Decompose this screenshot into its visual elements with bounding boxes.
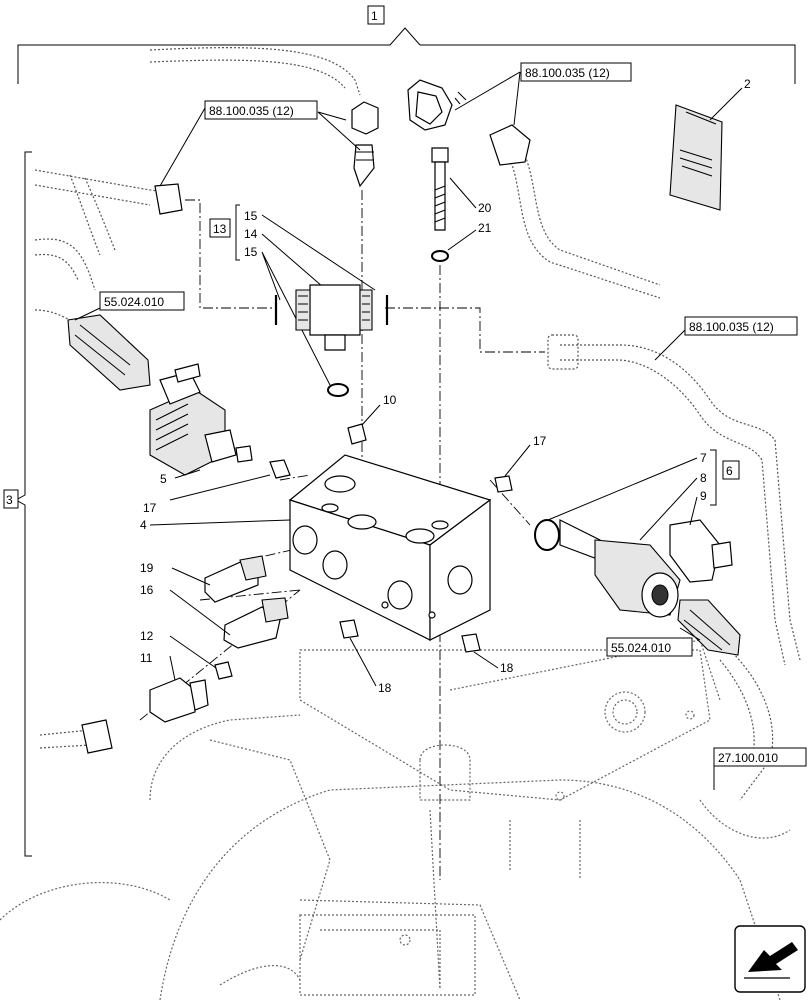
ref-label-mid-right: 88.100.035 (12) [689,320,774,334]
assembly-bracket-1: 1 [17,5,796,84]
straight-fitting-top: 88.100.035 (12) [154,100,379,215]
plug-10: 10 [347,393,397,445]
ref-label-sensor-left: 55.024.010 [104,295,164,309]
tee-fitting-group-13: 13 15 14 15 [209,204,389,397]
pressure-sensor-16: 16 [140,583,289,649]
item-label-17-left: 17 [143,501,157,515]
item-label-9: 9 [700,489,707,503]
spacer-18-right: 18 [461,633,514,675]
seal-12: 12 [140,629,233,680]
item-label-10: 10 [383,393,397,407]
item-label-18-right: 18 [500,661,514,675]
item-label-7: 7 [700,451,707,465]
item-label-16: 16 [140,583,154,597]
item-label-14: 14 [244,227,258,241]
adapter-fitting-11: 11 [81,651,209,754]
item-label-19: 19 [140,561,154,575]
item-label-3: 3 [6,493,13,507]
plug-17-right: 17 [494,434,547,493]
ref-label-top-right: 88.100.035 (12) [525,66,610,80]
assembly-axes [139,190,545,880]
plug-17-left: 17 [143,459,291,515]
item-label-20: 20 [478,201,492,215]
item-label-2: 2 [744,77,751,91]
item-label-8: 8 [700,471,707,485]
background-frame-ghost [0,639,791,1000]
item-label-1: 1 [371,9,378,23]
item-label-15-top: 15 [244,209,258,223]
item-label-18-left: 18 [378,681,392,695]
operator-manual-part: 2 [669,77,751,211]
ref-label-sensor-right: 55.024.010 [611,641,671,655]
item-label-12: 12 [140,629,154,643]
item-label-11: 11 [140,651,153,665]
spacer-18-left: 18 [339,619,392,695]
item-label-5: 5 [160,472,167,486]
hose-ref-mid-right: 88.100.035 (12) [654,316,798,361]
item-label-17-right: 17 [533,434,547,448]
solenoid-group-6: 7 8 9 6 55.024.010 [534,449,741,657]
valve-block-4: 4 [140,454,492,641]
ref-label-top-left: 88.100.035 (12) [209,104,294,118]
elbow-fitting-top: 88.100.035 (12) [407,62,632,166]
pressure-switch-19: 19 [140,555,267,603]
item-label-13: 13 [213,222,227,236]
solenoid-valve-5: 55.024.010 5 [67,291,253,486]
ref-label-frame: 27.100.010 [718,751,778,765]
front-direction-arrow-icon[interactable] [734,925,806,993]
bolt-and-washer: 20 21 [431,147,492,262]
item-label-6: 6 [726,464,733,478]
item-label-4: 4 [140,518,147,532]
frame-ref: 27.100.010 [713,747,807,790]
assembly-bracket-3: 3 [3,151,32,857]
item-label-15-bottom: 15 [244,245,258,259]
item-label-21: 21 [478,221,492,235]
